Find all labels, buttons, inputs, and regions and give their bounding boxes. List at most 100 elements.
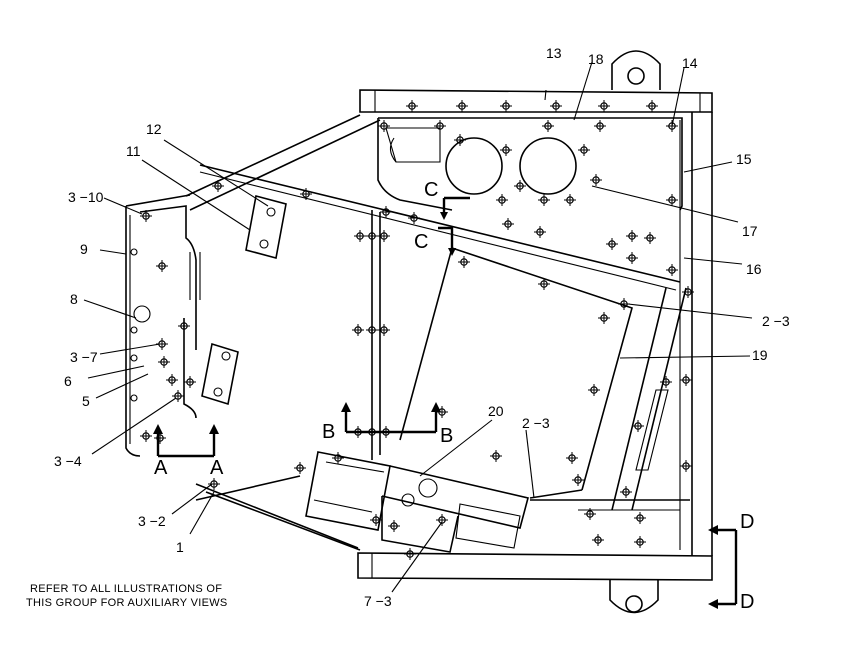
fastener-icon — [542, 120, 554, 132]
view-a-right: A — [210, 457, 224, 479]
fastener-icon — [634, 536, 646, 548]
fastener-icon — [370, 514, 382, 526]
fastener-icon — [632, 420, 644, 432]
fastener-icon — [592, 534, 604, 546]
fastener-icon — [680, 460, 692, 472]
fastener-icon — [598, 312, 610, 324]
fastener-markers — [140, 100, 694, 560]
callout-17: 17 — [742, 223, 758, 239]
fastener-icon — [366, 230, 378, 242]
fastener-icon — [538, 278, 550, 290]
leader-lines — [83, 61, 753, 593]
bracket-mid-left — [201, 342, 239, 406]
diagonal-top-rails — [185, 114, 681, 291]
fastener-icon — [660, 376, 672, 388]
fastener-icon — [300, 188, 312, 200]
fastener-icon — [646, 100, 658, 112]
component-block — [305, 451, 529, 553]
callout-20: 20 — [488, 403, 504, 419]
callout-7-3: 7 −3 — [364, 593, 392, 609]
fastener-icon — [388, 520, 400, 532]
view-d-bottom: D — [740, 591, 754, 613]
fastener-icon — [456, 100, 468, 112]
section-arrows-c — [438, 196, 470, 256]
fastener-icon — [626, 252, 638, 264]
view-b-left: B — [322, 421, 335, 443]
fastener-icon — [666, 264, 678, 276]
fastener-icon — [454, 134, 466, 146]
fastener-icon — [564, 194, 576, 206]
fastener-icon — [550, 100, 562, 112]
fastener-icon — [584, 508, 596, 520]
fastener-icon — [140, 430, 152, 442]
callout-3-4: 3 −4 — [54, 453, 82, 469]
bracket-upper-left — [245, 195, 287, 259]
callout-labels: 13 18 14 15 17 16 2 −3 19 20 2 −3 12 11 … — [54, 45, 790, 609]
callout-15: 15 — [736, 151, 752, 167]
reference-note: REFER TO ALL ILLUSTRATIONS OF THIS GROUP… — [26, 583, 228, 609]
fastener-icon — [178, 320, 190, 332]
section-arrows-a — [153, 424, 219, 458]
callout-12: 12 — [146, 121, 162, 137]
fastener-icon — [366, 324, 378, 336]
fastener-icon — [588, 384, 600, 396]
right-end-plate — [679, 112, 713, 556]
fastener-icon — [644, 232, 656, 244]
lifting-eye-bottom — [609, 580, 659, 614]
fastener-icon — [406, 100, 418, 112]
fastener-icon — [352, 324, 364, 336]
fastener-icon — [354, 230, 366, 242]
fastener-icon — [404, 548, 416, 560]
callout-3-7: 3 −7 — [70, 349, 98, 365]
fastener-icon — [156, 260, 168, 272]
callout-11: 11 — [126, 143, 141, 159]
callout-3-10: 3 −10 — [68, 189, 104, 205]
bottom-diagonal-rail — [195, 475, 361, 551]
fastener-icon — [682, 286, 694, 298]
view-c-top: C — [424, 179, 438, 201]
callout-8: 8 — [70, 291, 78, 307]
right-oblique-brace — [611, 287, 687, 511]
fastener-icon — [626, 230, 638, 242]
reference-note-line-1: REFER TO ALL ILLUSTRATIONS OF — [30, 583, 222, 595]
fastener-icon — [620, 486, 632, 498]
callout-13: 13 — [546, 45, 562, 61]
center-panel — [371, 210, 633, 499]
fastener-icon — [294, 462, 306, 474]
fastener-icon — [140, 210, 152, 222]
callout-2-3-center: 2 −3 — [522, 415, 550, 431]
fastener-icon — [208, 478, 220, 490]
fastener-icon — [458, 256, 470, 268]
fastener-icon — [500, 100, 512, 112]
reference-note-line-2: THIS GROUP FOR AUXILIARY VIEWS — [26, 597, 228, 609]
fastener-icon — [158, 356, 170, 368]
fastener-icon — [378, 230, 390, 242]
callout-14: 14 — [682, 55, 698, 71]
lifting-eye-top — [611, 50, 661, 90]
fastener-icon — [500, 144, 512, 156]
left-end-frame — [125, 194, 201, 457]
fastener-icon — [378, 324, 390, 336]
callout-19: 19 — [752, 347, 768, 363]
fastener-icon — [594, 120, 606, 132]
bottom-rail — [357, 552, 713, 581]
lower-right-plates — [530, 499, 690, 511]
fastener-icon — [566, 452, 578, 464]
fastener-icon — [538, 194, 550, 206]
fastener-icon — [408, 212, 420, 224]
fastener-icon — [332, 452, 344, 464]
view-c-left: C — [414, 231, 428, 253]
fastener-icon — [598, 100, 610, 112]
view-a-left: A — [154, 457, 168, 479]
fastener-icon — [578, 144, 590, 156]
fastener-icon — [212, 180, 224, 192]
fastener-icon — [534, 226, 546, 238]
fastener-icon — [514, 180, 526, 192]
fastener-icon — [590, 174, 602, 186]
callout-9: 9 — [80, 241, 88, 257]
callout-16: 16 — [746, 261, 762, 277]
callout-18: 18 — [588, 51, 604, 67]
fastener-icon — [434, 120, 446, 132]
